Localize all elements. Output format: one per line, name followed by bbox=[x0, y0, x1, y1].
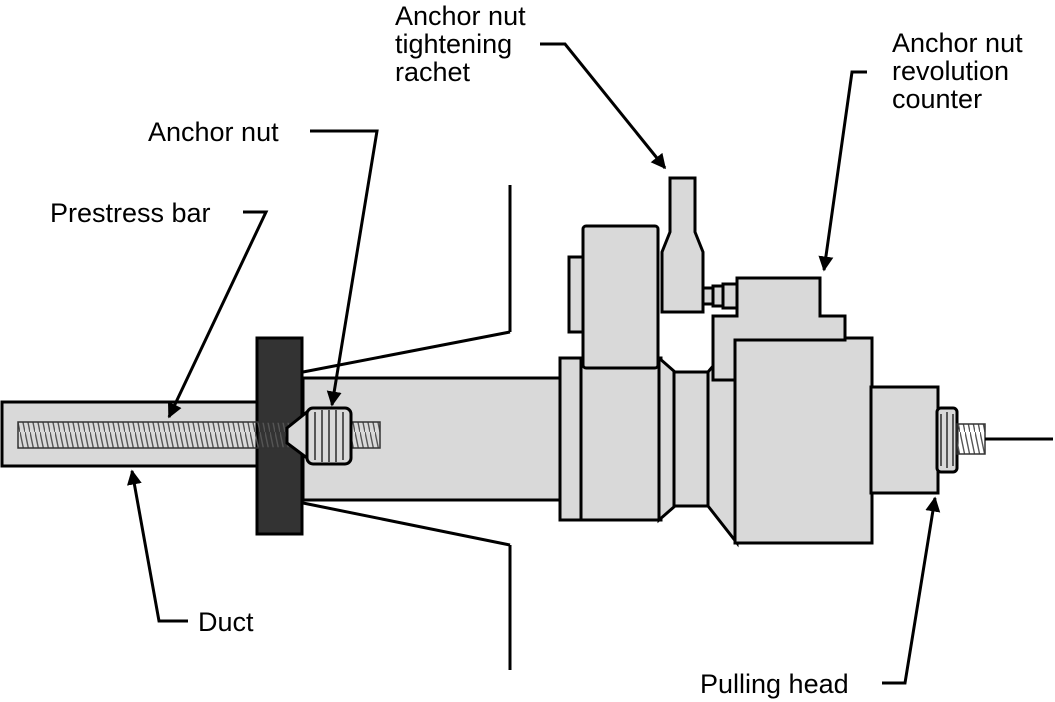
pulling-head-nut-flutes bbox=[940, 412, 954, 468]
label-tightening-rachet-line1: Anchor nut bbox=[395, 1, 526, 31]
leader-duct bbox=[127, 469, 188, 623]
leader-revolution-counter bbox=[818, 70, 867, 272]
jack-cylinder bbox=[579, 356, 663, 522]
pulling-head bbox=[869, 385, 940, 495]
label-revolution-counter-line2: revolution bbox=[892, 56, 1009, 86]
concrete-face-upper-slope bbox=[302, 330, 511, 374]
label-revolution-counter-line1: Anchor nut bbox=[892, 28, 1023, 58]
jack-neck bbox=[672, 370, 712, 508]
label-duct: Duct bbox=[198, 607, 254, 637]
label-anchor-nut: Anchor nut bbox=[148, 117, 279, 147]
jack-ram bbox=[733, 336, 874, 545]
leader-tightening-rachet bbox=[540, 42, 667, 170]
label-revolution-counter-line3: counter bbox=[892, 84, 982, 114]
leader-prestress-bar bbox=[167, 210, 269, 419]
label-revolution-counter: Anchor nut revolution counter bbox=[892, 28, 1030, 114]
revolution-counter bbox=[711, 276, 847, 382]
pulling-rod bbox=[956, 423, 986, 455]
label-tightening-rachet-line2: tightening bbox=[395, 29, 512, 59]
label-pulling-head: Pulling head bbox=[700, 669, 849, 699]
ratchet-housing bbox=[581, 224, 660, 370]
rachet-connector-3 bbox=[721, 282, 739, 310]
leader-anchor-nut bbox=[310, 129, 379, 407]
tightening-rachet-handle bbox=[660, 176, 705, 314]
label-tightening-rachet: Anchor nut tightening rachet bbox=[395, 1, 533, 87]
label-prestress-bar: Prestress bar bbox=[50, 198, 211, 228]
concrete-face-lower-slope bbox=[302, 501, 511, 547]
anchor-nut-flutes bbox=[314, 410, 344, 462]
leader-pulling-head bbox=[882, 496, 941, 685]
label-tightening-rachet-line3: rachet bbox=[395, 57, 471, 87]
